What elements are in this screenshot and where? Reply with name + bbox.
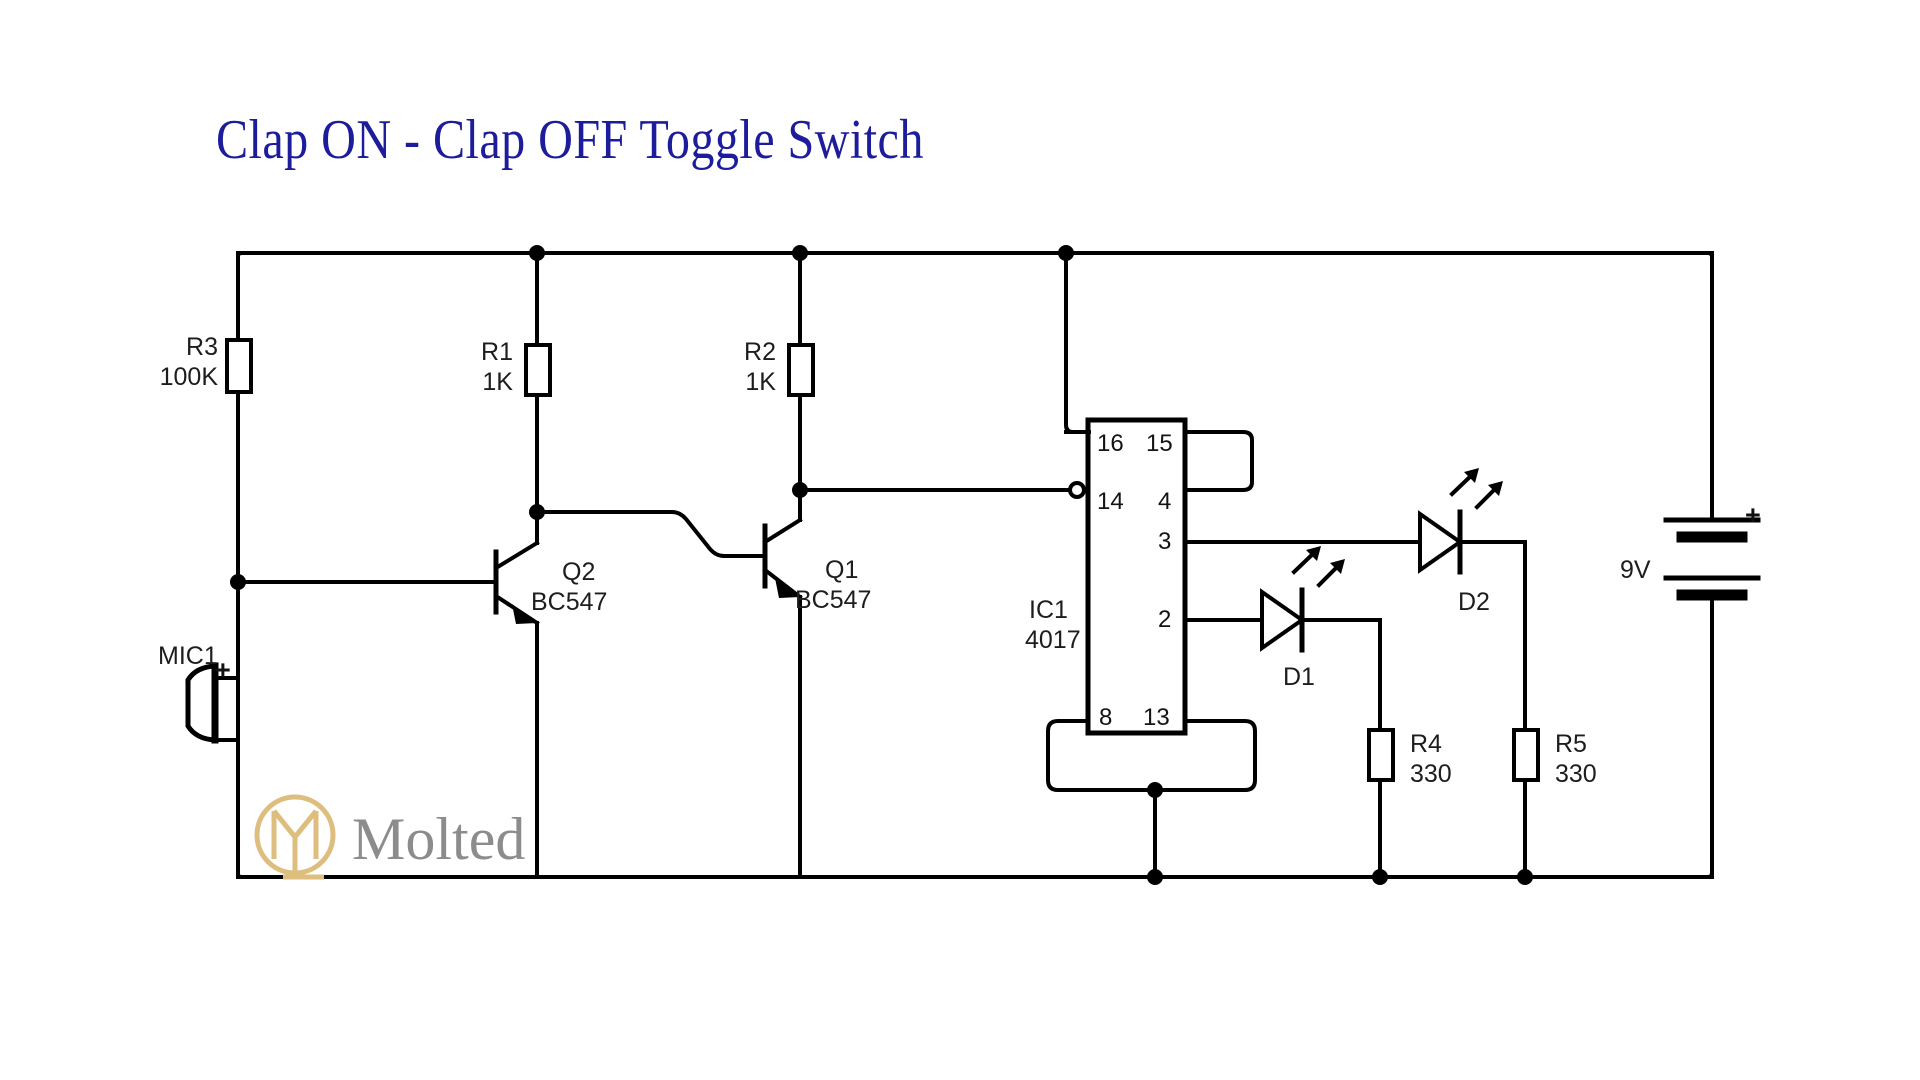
r2-branch — [787, 245, 815, 498]
d2-label: D2 — [1458, 588, 1490, 616]
r5-value: 330 — [1555, 760, 1597, 788]
d2-led-symbol — [1418, 468, 1503, 575]
ic1-value: 4017 — [1025, 626, 1081, 654]
r1-label: R1 — [481, 338, 513, 366]
r5-label: R5 — [1555, 730, 1587, 758]
ic1-pin-8: 8 — [1099, 704, 1113, 731]
battery-value: 9V — [1620, 556, 1651, 584]
ic1-pin-2: 2 — [1158, 606, 1172, 633]
supply-rail-top — [236, 251, 1714, 264]
r2-label: R2 — [744, 338, 776, 366]
d1-led-symbol — [1260, 546, 1345, 653]
q1-label: Q1 — [825, 556, 859, 584]
r4-branch — [1367, 728, 1395, 885]
r3-branch — [225, 251, 253, 680]
ic1-pin-13: 13 — [1143, 704, 1170, 731]
r4-label: R4 — [1410, 730, 1442, 758]
ic1-pin-3: 3 — [1158, 528, 1172, 555]
d1-label: D1 — [1283, 663, 1315, 691]
battery-polarity-sign: + — [1745, 500, 1761, 530]
d1-to-r4-wire — [1300, 618, 1382, 732]
r3-label: R3 — [186, 333, 218, 361]
ic1-body — [1085, 417, 1188, 736]
mic1-polarity-sign: + — [215, 655, 231, 685]
q1-transistor-symbol — [731, 488, 803, 879]
molted-monogram-logo-icon — [254, 794, 336, 880]
q2-transistor-symbol — [462, 510, 540, 879]
r5-branch — [1512, 728, 1540, 885]
ic1-pin-wires — [1046, 245, 1422, 885]
ic1-pin-15: 15 — [1146, 430, 1173, 457]
q2-label: Q2 — [562, 558, 596, 586]
battery-symbol — [1663, 251, 1761, 879]
ic1-pin-4: 4 — [1158, 488, 1172, 515]
watermark: Molted — [250, 793, 525, 885]
ic1-pin-14: 14 — [1097, 488, 1124, 515]
r3-value: 100K — [159, 363, 218, 391]
r2-value: 1K — [745, 368, 776, 396]
diagram-title: Clap ON - Clap OFF Toggle Switch — [216, 109, 924, 171]
q2-value: BC547 — [531, 588, 608, 616]
mic1-symbol — [185, 662, 219, 744]
r1-branch — [524, 245, 552, 520]
q1-value: BC547 — [795, 586, 872, 614]
r1-value: 1K — [482, 368, 513, 396]
d2-to-r5-wire — [1458, 540, 1527, 732]
q2-collector-to-q1-base-wire — [535, 510, 767, 558]
r4-value: 330 — [1410, 760, 1452, 788]
ic1-pin-16: 16 — [1097, 430, 1124, 457]
ic1-label: IC1 — [1029, 596, 1068, 624]
mic1-label: MIC1 — [158, 642, 218, 670]
watermark-text: Molted — [352, 806, 526, 872]
